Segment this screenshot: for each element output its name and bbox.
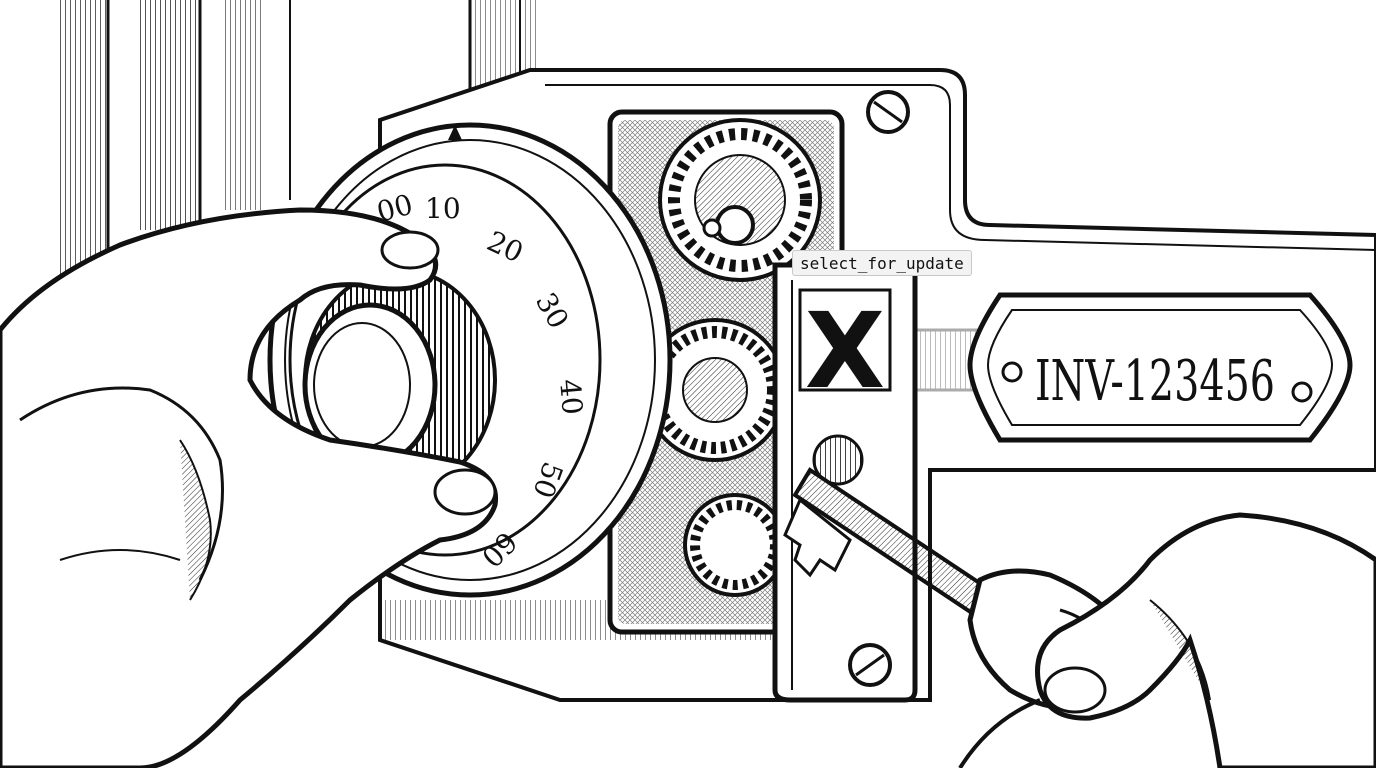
background-bars	[60, 0, 540, 290]
inventory-tag: INV-123456	[967, 292, 1353, 443]
gear-icon	[658, 118, 822, 282]
dial-number-10: 10	[425, 192, 461, 225]
screw-icon	[866, 90, 910, 134]
lock-plate: X	[772, 262, 918, 703]
screw-icon-bottom	[848, 643, 892, 687]
hand-icon	[0, 207, 499, 768]
hand-icon-right	[958, 512, 1376, 768]
tooltip-label: select_for_update	[792, 250, 972, 276]
dial-number-40: 40	[553, 378, 589, 416]
inventory-tag-text: INV-123456	[1035, 349, 1275, 414]
lock-plate-mark: X	[805, 290, 885, 412]
